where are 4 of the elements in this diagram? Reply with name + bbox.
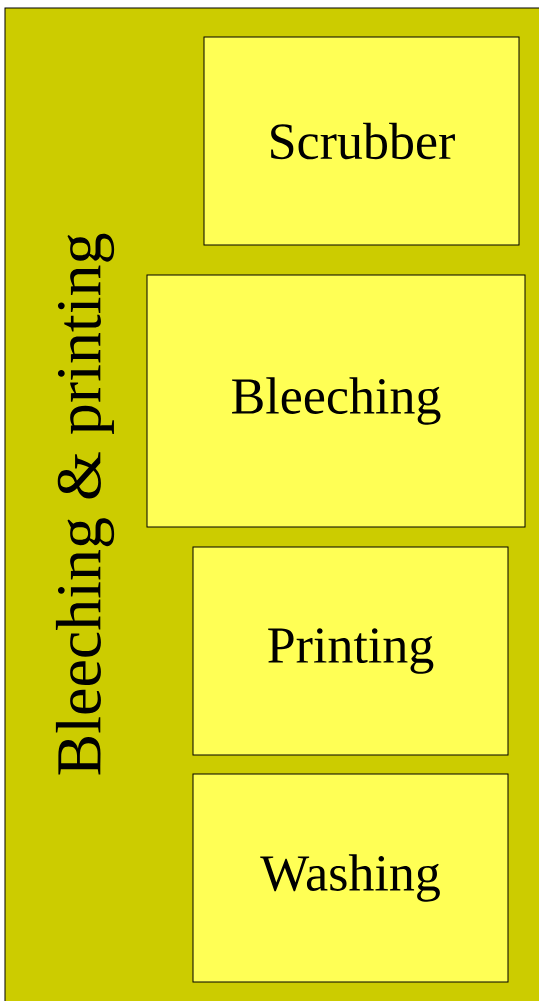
process-box: Washing — [192, 773, 509, 983]
process-box: Bleeching — [146, 274, 526, 528]
process-box: Printing — [192, 546, 509, 756]
process-box: Scrubber — [203, 36, 520, 246]
